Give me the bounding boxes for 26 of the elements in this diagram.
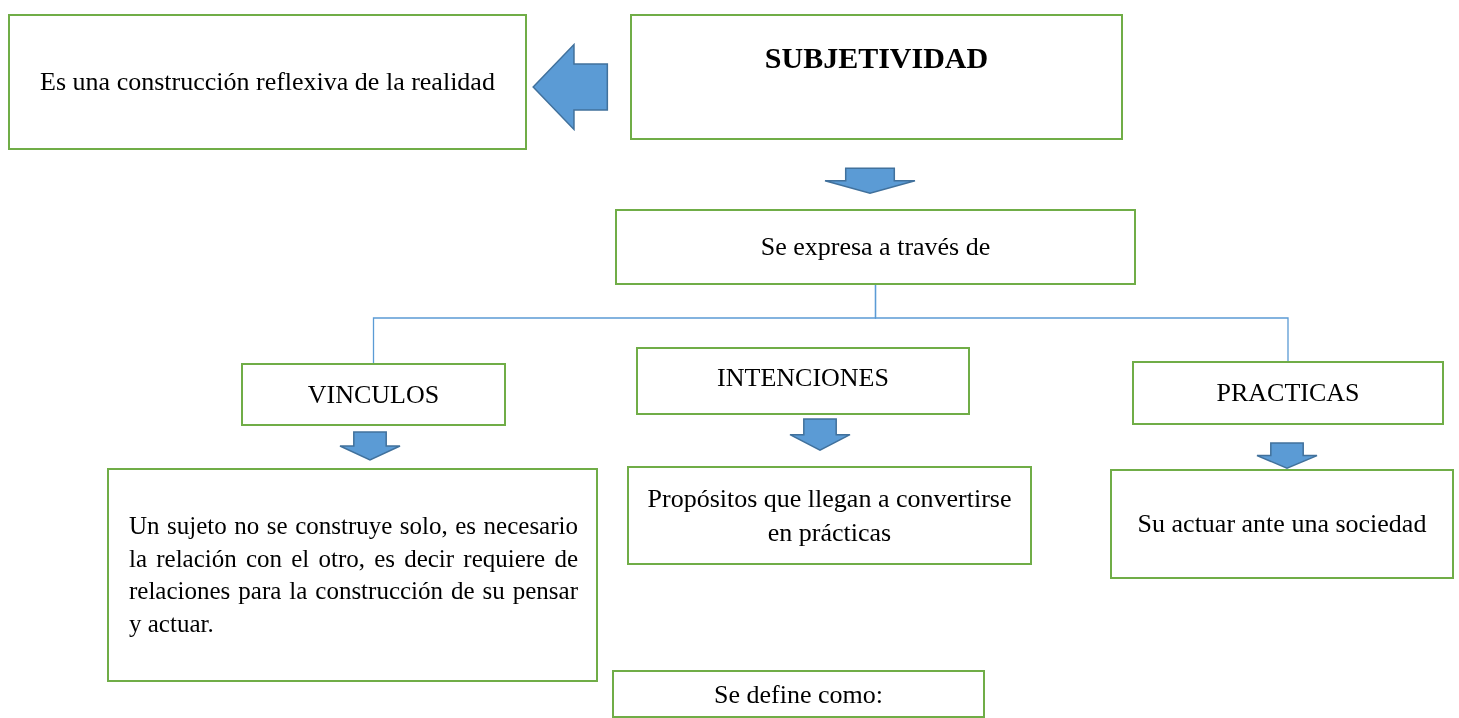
node-text: Se expresa a través de xyxy=(760,231,991,264)
concept-box xyxy=(1110,469,1454,579)
concept-box xyxy=(8,14,527,150)
concept-box xyxy=(1132,361,1444,425)
node-text: Se define como: xyxy=(714,679,883,711)
concept-box xyxy=(612,670,985,718)
connector-line xyxy=(874,284,1289,362)
node-text: PRACTICAS xyxy=(1216,377,1360,410)
node-text: Es una construcción reflexiva de la realidad xyxy=(40,66,495,99)
node-text: VINCULOS xyxy=(307,378,440,411)
block-arrow xyxy=(789,418,851,452)
node-text: Propósitos que llegan a convertirse en prácticas xyxy=(646,482,1013,549)
node-text: INTENCIONES xyxy=(717,362,889,394)
block-arrow xyxy=(824,167,916,194)
node-text: Su actuar ante una sociedad xyxy=(1137,508,1427,541)
concept-box xyxy=(636,347,970,415)
node-text: Un sujeto no se construye solo, es necesario la relación con el otro, es decir requiere de relaciones para la construcción de su pensar y actuar. xyxy=(129,511,578,639)
concept-box xyxy=(627,466,1032,565)
concept-box xyxy=(615,209,1136,285)
title-box xyxy=(630,14,1123,140)
block-arrow xyxy=(1256,442,1318,469)
title-text: SUBJETIVIDAD xyxy=(764,40,989,76)
block-arrow xyxy=(532,42,609,132)
concept-box xyxy=(241,363,506,426)
block-arrow xyxy=(339,431,401,461)
definition-box xyxy=(107,468,598,682)
